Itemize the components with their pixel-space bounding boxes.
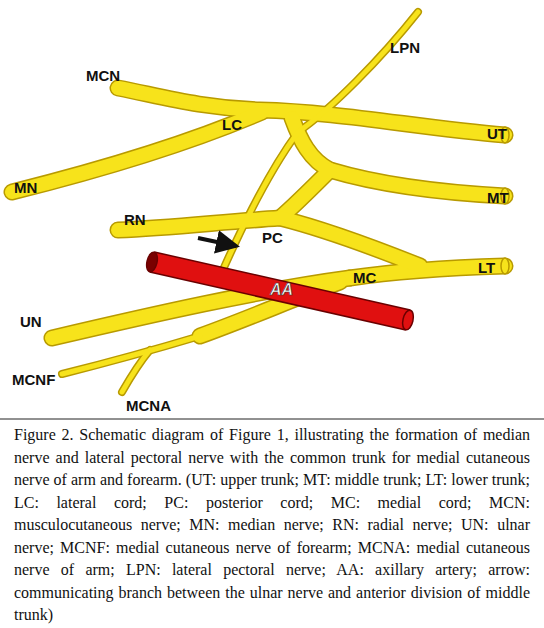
nerve-label: UN [20,314,42,330]
figure-caption: Figure 2. Schematic diagram of Figure 1,… [14,424,530,627]
nerve-label: MCNF [12,372,55,388]
nerve-label: UT [487,126,507,142]
nerve-label: MC [353,270,376,286]
nerve-label: MCNA [126,398,171,414]
nerve-label: MT [487,190,509,206]
nerve-label: LT [478,260,495,276]
nerve-label: MCN [86,68,120,84]
nerve-label: LPN [390,40,420,56]
nerve-label: MN [14,180,37,196]
nerve-label: PC [262,230,283,246]
nerve-label: LC [222,117,242,133]
nerve-label: RN [124,212,146,228]
nerve-label: AA [270,282,293,298]
